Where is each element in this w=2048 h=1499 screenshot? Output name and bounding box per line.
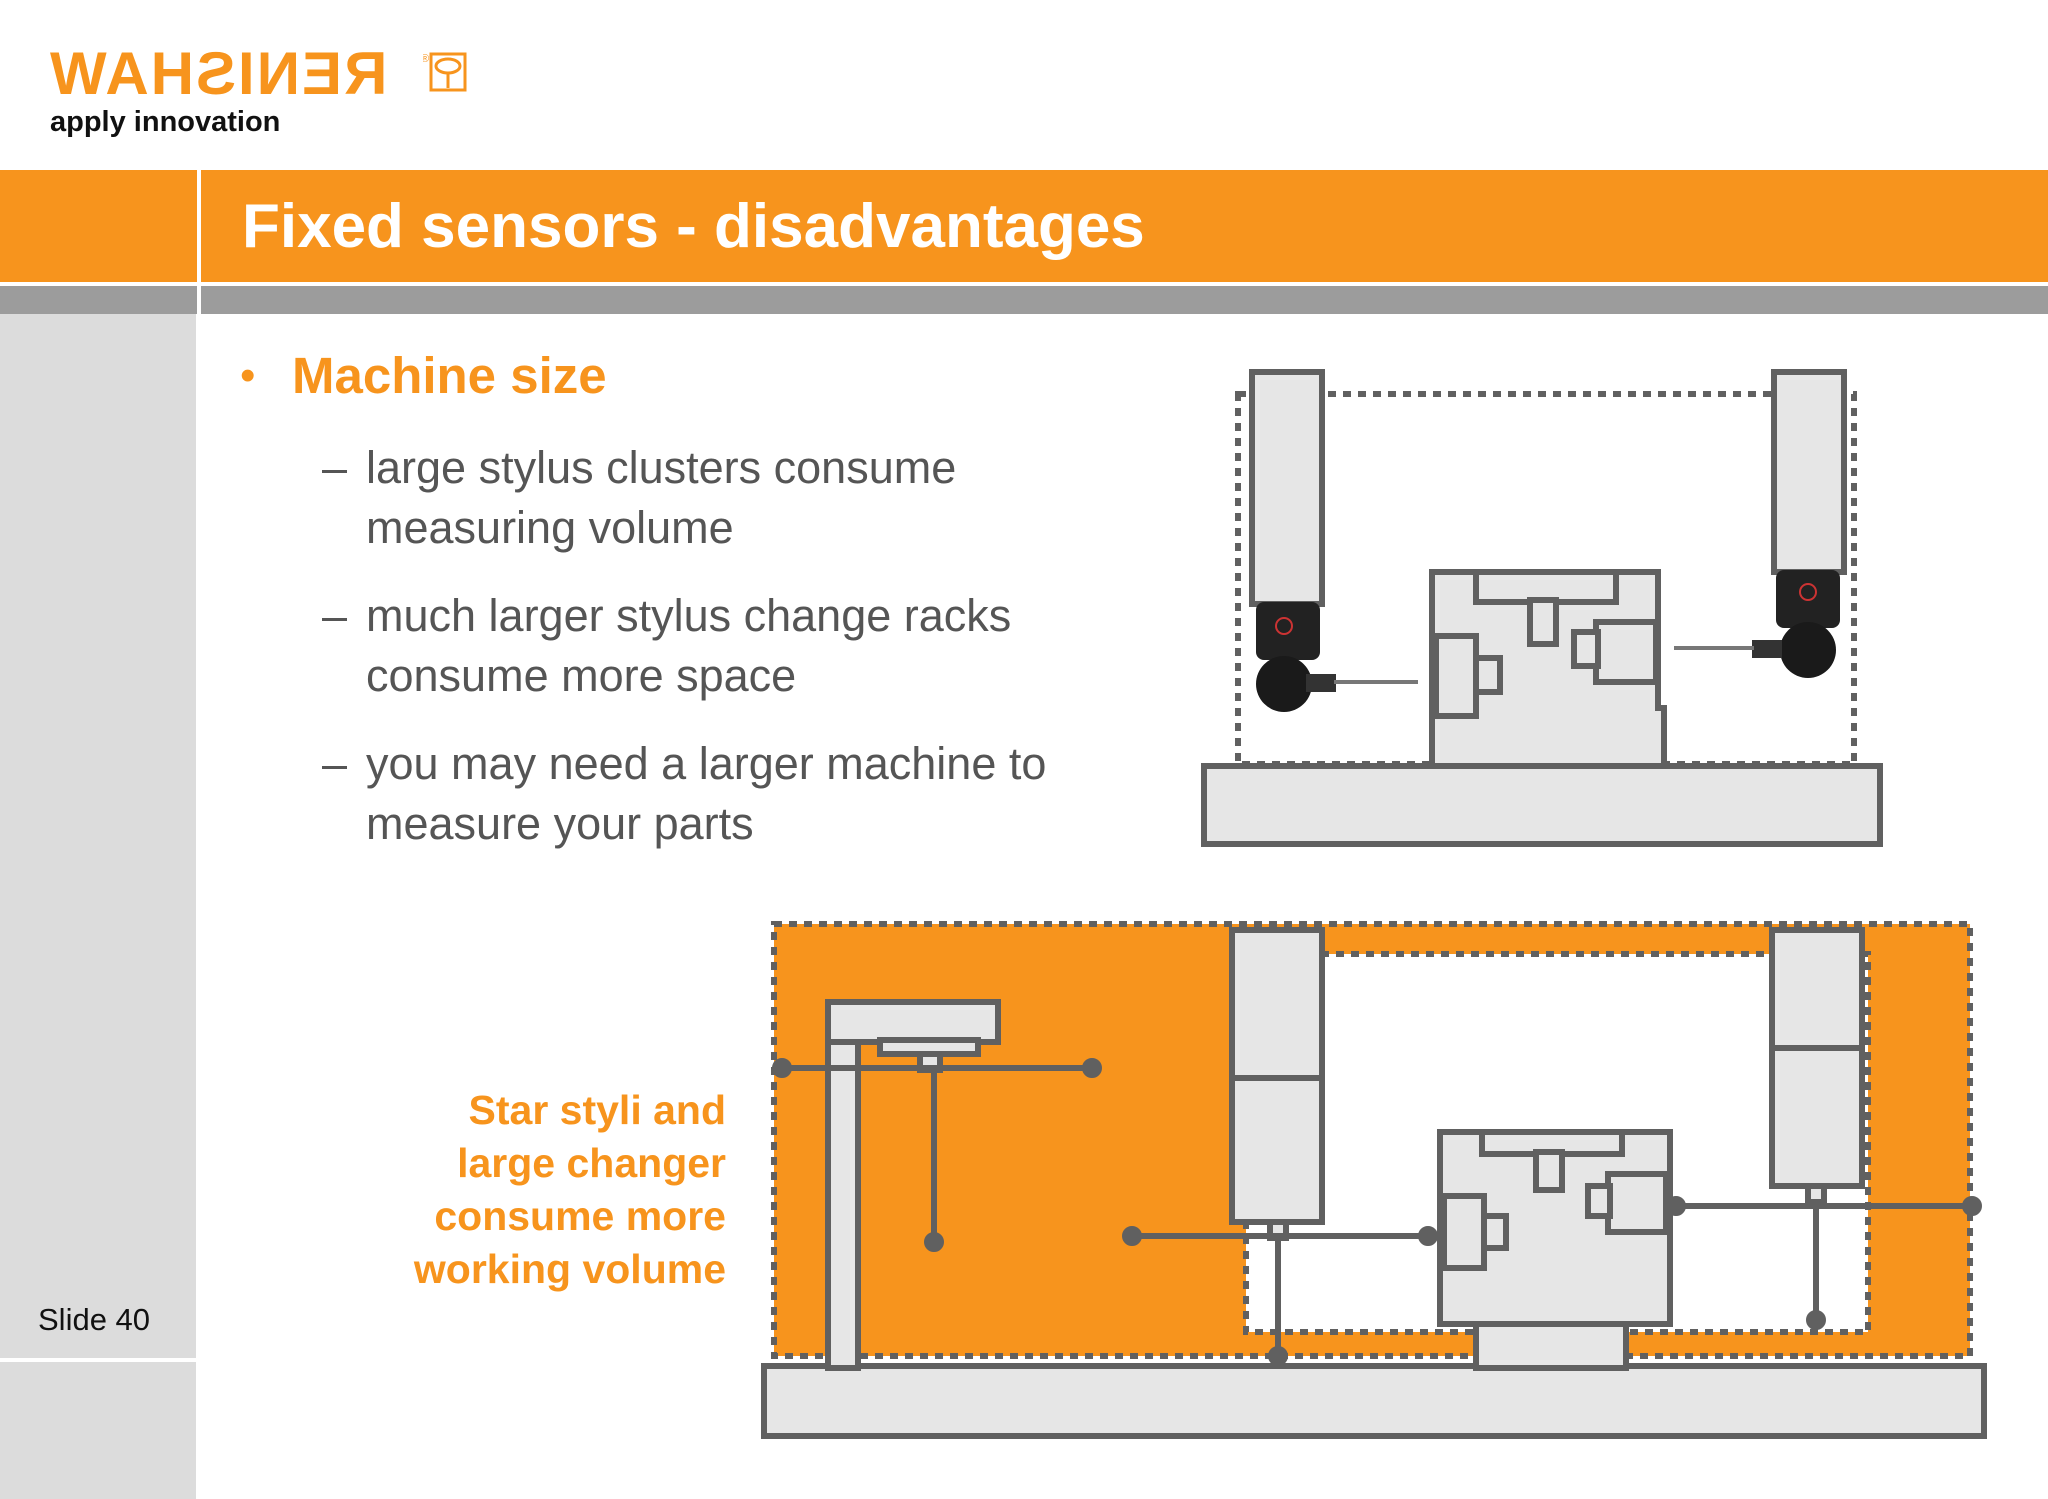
sub-point: – you may need a larger machine to measu…: [322, 734, 1062, 854]
stylus-tip: [924, 1232, 944, 1252]
workpiece-pocket-left: [1433, 633, 1479, 719]
sub-point-dash: –: [322, 738, 348, 789]
change-rack-post: [825, 1035, 861, 1371]
sub-point: – large stylus clusters consume measurin…: [322, 438, 1062, 558]
enlarged-working-volume-diagram: [761, 921, 1987, 1439]
ram-column-right: [1771, 369, 1847, 575]
slide-title: Fixed sensors - disadvantages: [242, 192, 1145, 261]
workpiece-pocket-left: [1441, 1193, 1487, 1271]
slide-number: Slide 40: [38, 1302, 151, 1337]
sub-point-dash: –: [322, 442, 348, 493]
sub-point-text: much larger stylus change racks consume …: [366, 590, 1012, 701]
workpiece-tab: [1527, 597, 1559, 647]
workpiece-pocket-right-small: [1585, 1183, 1613, 1219]
title-underline-spacer: [0, 282, 2048, 286]
grey-divider-band: [0, 286, 2048, 314]
renishaw-emblem-icon: ®: [423, 52, 467, 92]
workpiece-pocket-right-small: [1571, 629, 1601, 669]
callout-line: working volume: [413, 1246, 726, 1292]
callout-line: large changer: [457, 1140, 726, 1186]
ram-column-middle: [1229, 927, 1325, 1083]
stylus-tip: [1082, 1058, 1102, 1078]
ram-column-right: [1769, 927, 1865, 1053]
machine-base: [1201, 763, 1883, 847]
change-rack-top: [825, 999, 1001, 1045]
renishaw-logo-wordmark: RENISHAW: [48, 40, 388, 107]
sub-point-text: you may need a larger machine to measure…: [366, 738, 1047, 849]
side-panel: [0, 314, 196, 1499]
probe-head-right: [1674, 570, 1840, 678]
stylus-joint-right: [1805, 1183, 1827, 1205]
workpiece-pocket-left-small: [1481, 1213, 1509, 1251]
sub-point-text: large stylus clusters consume measuring …: [366, 442, 957, 553]
machine-base: [761, 1363, 1987, 1439]
stylus-tip: [772, 1058, 792, 1078]
workpiece-pocket-left-small: [1473, 655, 1503, 695]
side-panel-rule: [0, 1358, 196, 1362]
stylus-tip: [1666, 1196, 1686, 1216]
stylus-tip: [1122, 1226, 1142, 1246]
callout-line: consume more: [434, 1193, 726, 1239]
trademark-symbol: ®: [423, 53, 429, 65]
bullet-marker: •: [240, 351, 256, 400]
stylus-tip: [1962, 1196, 1982, 1216]
workpiece-tab: [1533, 1149, 1565, 1193]
sub-point: – much larger stylus change racks consum…: [322, 586, 1062, 706]
workpiece-pocket-right: [1593, 619, 1659, 685]
probe-body-middle: [1229, 1075, 1325, 1225]
workpiece-foot: [1473, 1319, 1629, 1371]
ram-column-left: [1249, 369, 1325, 607]
title-vertical-divider: [197, 170, 201, 318]
callout-text: Star styli and large changer consume mor…: [350, 1084, 726, 1296]
logo-tagline: apply innovation: [50, 106, 281, 138]
callout-line: Star styli and: [468, 1087, 726, 1133]
sub-point-dash: –: [322, 590, 348, 641]
probe-head-left: [1256, 602, 1418, 712]
stylus-tip: [1268, 1346, 1288, 1366]
probe-body-right: [1769, 1045, 1865, 1189]
fixed-sensor-machine-diagram: [1201, 369, 1883, 847]
working-volume-outline: [771, 921, 1973, 1359]
stylus-tip: [1806, 1310, 1826, 1330]
title-band: [0, 170, 2048, 282]
stylus-tip: [1418, 1226, 1438, 1246]
bullet-heading: Machine size: [292, 347, 607, 404]
workpiece-pocket-right: [1605, 1171, 1669, 1235]
